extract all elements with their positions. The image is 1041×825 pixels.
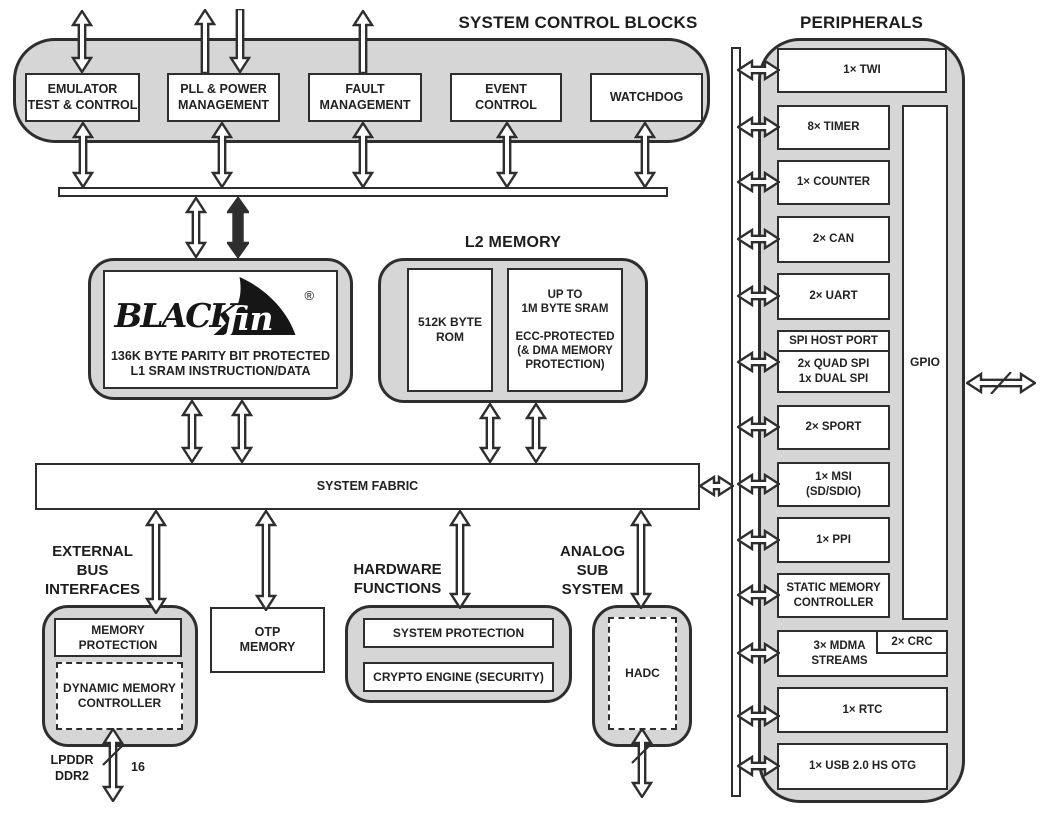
otp-memory-block: OTP MEMORY (210, 607, 325, 673)
arrow-fabric-analog (629, 508, 653, 611)
system-fabric-block: SYSTEM FABRIC (35, 463, 700, 510)
peripheral-ppi-block: 1× PPI (777, 517, 890, 563)
peripheral-usb-block: 1× USB 2.0 HS OTG (777, 743, 948, 790)
system-protection-block: SYSTEM PROTECTION (363, 618, 554, 648)
event-control-block: EVENT CONTROL (450, 73, 562, 122)
arrow-fabric-otp (254, 508, 278, 613)
peripheral-sport-block: 2× SPORT (777, 405, 890, 450)
arrow-bus-can (735, 227, 782, 251)
arrow-bus-smc (735, 583, 782, 607)
arrow-emulator-bus (71, 120, 95, 190)
watchdog-block: WATCHDOG (590, 73, 703, 122)
arrow-l2-fabric-2 (524, 401, 548, 465)
arrow-bus-msi (735, 472, 782, 496)
peripheral-spi-host-port-block: SPI HOST PORT (777, 330, 890, 352)
analog-subsystem-title: ANALOG SUB SYSTEM (560, 543, 625, 598)
arrow-pll-clock-out (193, 7, 217, 75)
fin-icon (213, 277, 295, 335)
l2-sram-block: UP TO 1M BYTE SRAM ECC-PROTECTED (& DMA … (507, 268, 623, 392)
arrow-bus-core-solid (225, 195, 251, 260)
arrow-fault-bus (351, 120, 375, 190)
peripheral-bus-bar (731, 47, 741, 797)
peripheral-msi-block: 1× MSI (SD/SDIO) (777, 462, 890, 507)
logo-black-text: BLACK (113, 296, 239, 335)
peripheral-can-block: 2× CAN (777, 216, 890, 263)
l2-rom-block: 512K BYTE ROM (407, 268, 493, 392)
pll-power-management-block: PLL & POWER MANAGEMENT (167, 73, 280, 122)
core-memory-label: 136K BYTE PARITY BIT PROTECTED L1 SRAM I… (110, 348, 331, 379)
arrow-pll-clock-in (228, 7, 252, 75)
ddr-types-label: LPDDR DDR2 (50, 753, 94, 784)
arrow-pll-bus (210, 120, 234, 190)
arrow-bus-uart (735, 284, 782, 308)
peripheral-twi-block: 1× TWI (777, 48, 947, 93)
arrow-bus-sport (735, 415, 782, 439)
arrow-fabric-hardware (448, 508, 472, 611)
arrow-bus-spi (735, 350, 782, 374)
arrow-l2-fabric-1 (478, 401, 502, 465)
l2-memory-title: L2 MEMORY (464, 234, 562, 251)
arrow-bus-counter (735, 170, 782, 194)
emulator-test-control-block: EMULATOR TEST & CONTROL (25, 73, 140, 122)
peripheral-spi-block: 2x QUAD SPI 1x DUAL SPI (777, 350, 890, 393)
external-bus-title: EXTERNAL BUS INTERFACES (44, 543, 140, 598)
blackfin-logo: BLACK fin ® (113, 277, 314, 338)
arrow-emulator-external (70, 8, 94, 75)
arrow-gpio-external (964, 371, 1038, 395)
fault-management-block: FAULT MANAGEMENT (308, 73, 422, 122)
peripheral-crc-block: 2× CRC (876, 630, 948, 654)
arrow-event-bus (495, 120, 519, 190)
arrow-bus-mdma (735, 641, 782, 665)
ddr-bus-width-label: 16 (131, 760, 145, 774)
arrow-fault-out (351, 8, 375, 75)
arrow-watchdog-bus (633, 120, 657, 190)
core-block: BLACK fin ® 136K BYTE PARITY BIT PROTECT… (103, 270, 338, 389)
system-control-title: SYSTEM CONTROL BLOCKS (458, 13, 698, 32)
dynamic-memory-controller-block: DYNAMIC MEMORY CONTROLLER (56, 662, 183, 730)
arrow-bus-ppi (735, 528, 782, 552)
hardware-functions-title: HARDWARE FUNCTIONS (353, 561, 442, 597)
peripherals-title: PERIPHERALS (799, 13, 924, 32)
peripheral-timer-block: 8× TIMER (777, 105, 890, 150)
system-control-bus-bar (58, 187, 668, 197)
arrow-hadc-analog-io (630, 726, 654, 800)
arrow-bus-timer (735, 115, 782, 139)
peripheral-counter-block: 1× COUNTER (777, 160, 890, 205)
hadc-block: HADC (608, 617, 677, 730)
arrow-core-fabric-2 (230, 398, 254, 465)
memory-protection-block: MEMORY PROTECTION (54, 618, 182, 657)
logo-registered-mark: ® (304, 288, 314, 303)
arrow-ddr-interface (101, 726, 125, 804)
peripheral-rtc-block: 1× RTC (777, 687, 948, 733)
peripheral-uart-block: 2× UART (777, 273, 890, 320)
arrow-fabric-peripheral-bus (697, 474, 736, 498)
arrow-bus-core (184, 195, 208, 260)
logo-fin-text: fin (223, 299, 273, 338)
peripheral-static-memory-controller-block: STATIC MEMORY CONTROLLER (777, 573, 890, 618)
arrow-fabric-ebi (144, 508, 168, 616)
arrow-bus-twi (735, 58, 782, 82)
arrow-bus-rtc (735, 704, 782, 728)
arrow-core-fabric-1 (180, 398, 204, 465)
mdma-label: 3× MDMA STREAMS (811, 640, 868, 667)
crypto-engine-block: CRYPTO ENGINE (SECURITY) (363, 662, 554, 692)
arrow-bus-usb (735, 754, 782, 778)
gpio-block: GPIO (902, 105, 948, 620)
